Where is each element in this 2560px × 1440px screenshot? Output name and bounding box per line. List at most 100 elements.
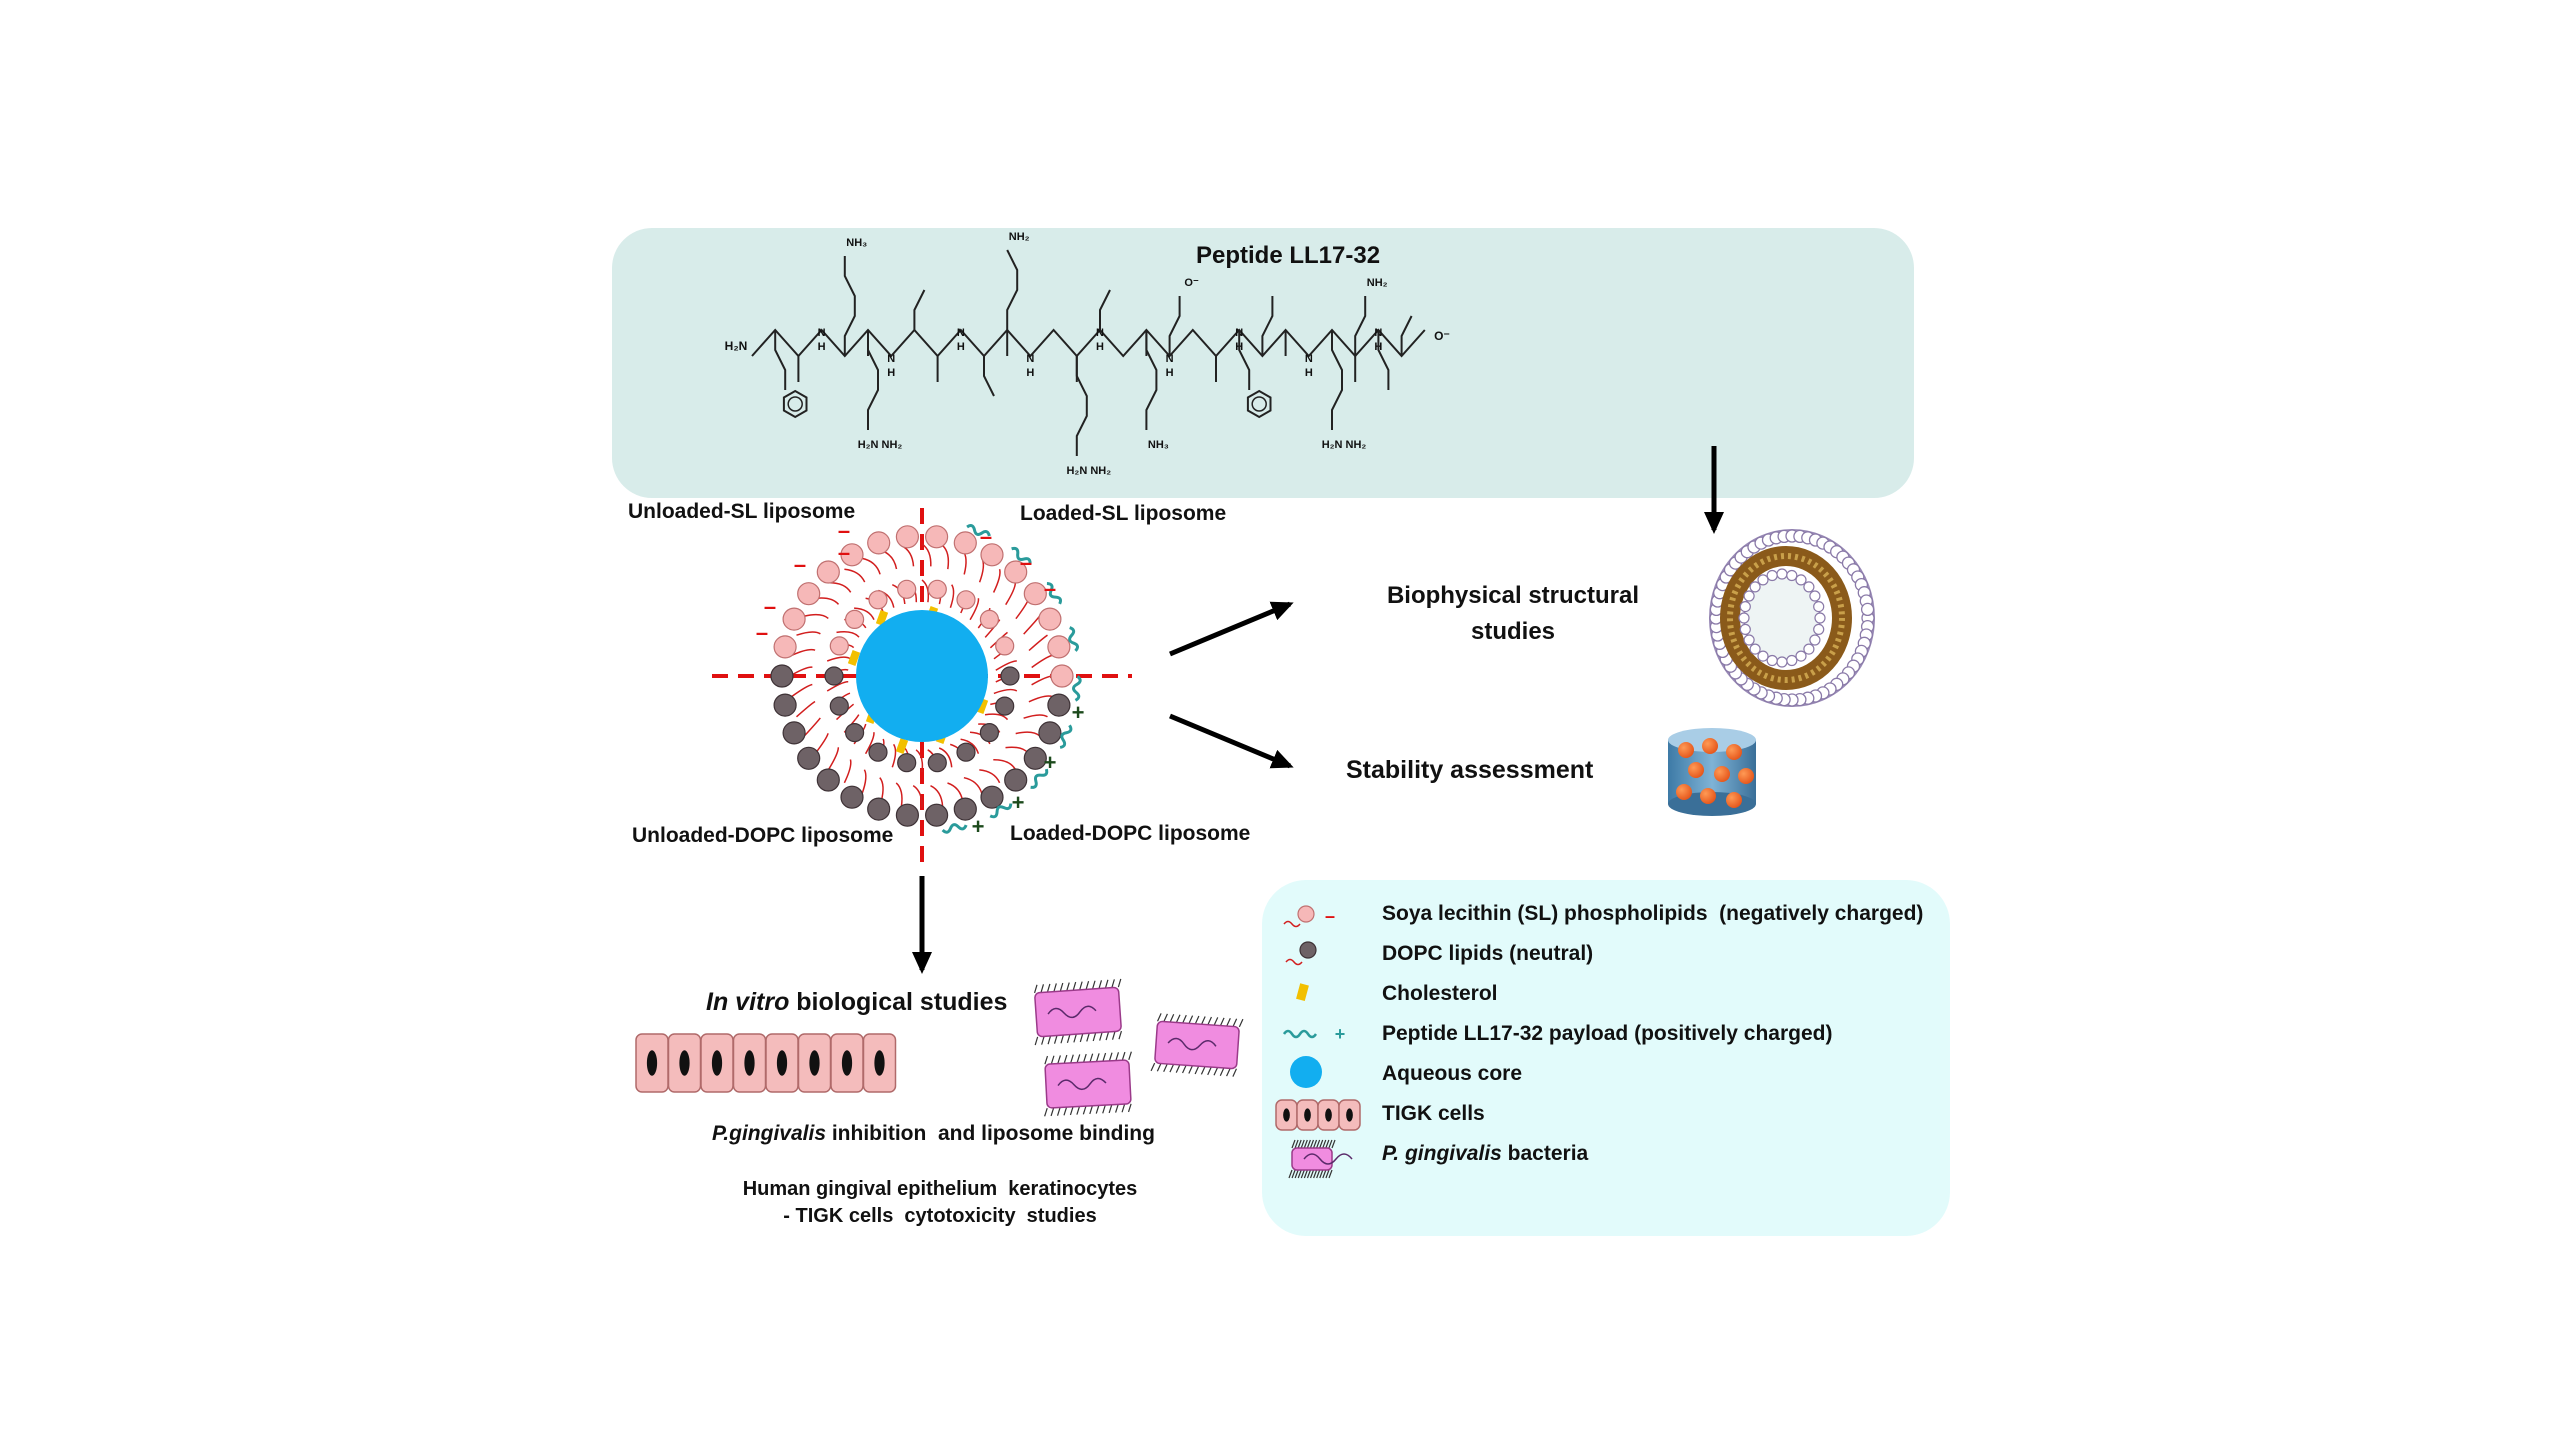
- nanoparticle: [1726, 792, 1742, 808]
- flagellum: [1331, 1139, 1336, 1149]
- flagellum: [1306, 1139, 1311, 1149]
- negative-charge: –: [980, 524, 992, 549]
- flagellum: [1070, 1054, 1074, 1064]
- label-tigk-studies: Human gingival epithelium keratinocytes …: [700, 1176, 1180, 1230]
- flagellum: [1041, 1036, 1045, 1045]
- flagellum: [1072, 981, 1077, 991]
- lipid-tail: [895, 782, 903, 807]
- flagellum: [1294, 1169, 1299, 1179]
- negative-charge: –: [756, 620, 768, 645]
- flagellum: [1115, 1052, 1120, 1061]
- dopc-lipid-head: [927, 753, 947, 773]
- side-chain-label: NH₂: [1367, 277, 1388, 289]
- flagellum: [1194, 1015, 1200, 1025]
- dopc-lipid-head: [840, 785, 864, 809]
- lipid-tail: [843, 759, 852, 784]
- side-chain: [1331, 330, 1343, 430]
- lipid-tail: [930, 785, 944, 807]
- flagellum: [1303, 1169, 1308, 1179]
- flagellum: [1309, 1139, 1315, 1149]
- flagellum: [1150, 1062, 1156, 1072]
- flagellum: [1232, 1018, 1238, 1027]
- flagellum: [1046, 983, 1051, 993]
- lipid-tail: [804, 613, 829, 619]
- vesicle-inner-head: [1786, 654, 1798, 667]
- lipid-tail: [1005, 582, 1017, 606]
- bacterium-dna: [1303, 1153, 1353, 1165]
- label-pg-rest: inhibition and liposome binding: [826, 1122, 1155, 1145]
- flagellum: [1111, 979, 1115, 988]
- label-pg-inhibition: P.gingivalis inhibition and liposome bin…: [712, 1122, 1155, 1146]
- nanoparticle: [1702, 738, 1718, 754]
- legend-dopc: DOPC lipids (neutral): [1382, 942, 1594, 965]
- flagellum: [1089, 1053, 1094, 1063]
- lipid-tail: [828, 747, 840, 770]
- side-chain: [1400, 315, 1413, 356]
- lipid-tail: [938, 747, 953, 768]
- flagellum: [1044, 1107, 1048, 1117]
- flagellum: [1095, 1105, 1100, 1114]
- bacteria-group: [1033, 978, 1244, 1117]
- flagellum: [1325, 1139, 1330, 1149]
- nanoparticle: [1726, 744, 1742, 760]
- dopc-lipid-head: [897, 753, 917, 773]
- lipid-tail: [960, 738, 980, 754]
- flagellum: [1226, 1068, 1231, 1077]
- positive-charge: +: [972, 814, 985, 839]
- side-chain: [1354, 296, 1367, 356]
- vesicle-inner-head: [1776, 568, 1788, 580]
- lipid-tail: [791, 683, 813, 698]
- sl-lipid-head: [829, 636, 849, 656]
- arrow-to-biophysical: [1169, 601, 1294, 657]
- peptide-backbone: [751, 328, 1426, 358]
- nanoparticle: [1688, 762, 1704, 778]
- lipid-tail: [949, 584, 955, 608]
- flagellum: [1060, 1034, 1064, 1044]
- sl-lipid-head: [1004, 560, 1028, 584]
- flagellum: [1207, 1016, 1212, 1025]
- flagellum: [1047, 1035, 1052, 1045]
- flagellum: [1156, 1063, 1162, 1072]
- bacterium-dna: [1047, 1005, 1097, 1019]
- side-chain-label: H₂N NH₂: [858, 439, 903, 451]
- side-chain-label: NH₃: [1148, 439, 1169, 451]
- dopc-lipid-head: [1047, 693, 1071, 717]
- sl-lipid-head: [979, 609, 1000, 630]
- legend-tigk: TIGK cells: [1382, 1102, 1485, 1125]
- sl-lipid-head: [840, 543, 864, 567]
- side-chain-label: H₂N NH₂: [1322, 439, 1367, 451]
- flagellum: [1086, 1033, 1090, 1042]
- sl-lipid-head: [995, 636, 1015, 656]
- negative-charge: –: [1020, 550, 1032, 575]
- flagellum: [1057, 1055, 1061, 1064]
- nanoparticle: [1700, 788, 1716, 804]
- side-chain: [1006, 249, 1019, 330]
- flagellum: [1325, 1169, 1330, 1179]
- peptide-payload: [1072, 675, 1082, 702]
- lipid-tail: [803, 717, 821, 737]
- flagellum: [1291, 1139, 1296, 1149]
- lipid-tail: [921, 543, 932, 567]
- bacterium-body: [1291, 1147, 1333, 1171]
- lipid-tail: [826, 680, 849, 692]
- c-terminus-label: O⁻: [1434, 329, 1450, 343]
- vesicle-inner-head: [1809, 634, 1821, 646]
- pg-bacterium: [1150, 1013, 1244, 1077]
- lipid-tail: [921, 579, 930, 603]
- label-unloaded-dopc: Unloaded-DOPC liposome: [632, 824, 894, 847]
- tigk-nucleus: [1283, 1108, 1290, 1122]
- sl-lipid-head: [773, 635, 797, 659]
- side-chain: [1238, 330, 1251, 390]
- flagellum: [1073, 1034, 1077, 1043]
- legend-peptide: Peptide LL17-32 payload (positively char…: [1382, 1022, 1833, 1045]
- vesicle-inner-head: [1749, 581, 1761, 593]
- dopc-lipid-head: [1023, 746, 1047, 770]
- vesicle-inner-head: [1738, 612, 1750, 624]
- lipid-tail: [861, 557, 881, 575]
- flagellum: [1316, 1169, 1321, 1179]
- vesicle-inner-head: [1803, 581, 1815, 593]
- amide-n-label: N: [818, 327, 826, 339]
- amide-n-label: N: [887, 353, 895, 365]
